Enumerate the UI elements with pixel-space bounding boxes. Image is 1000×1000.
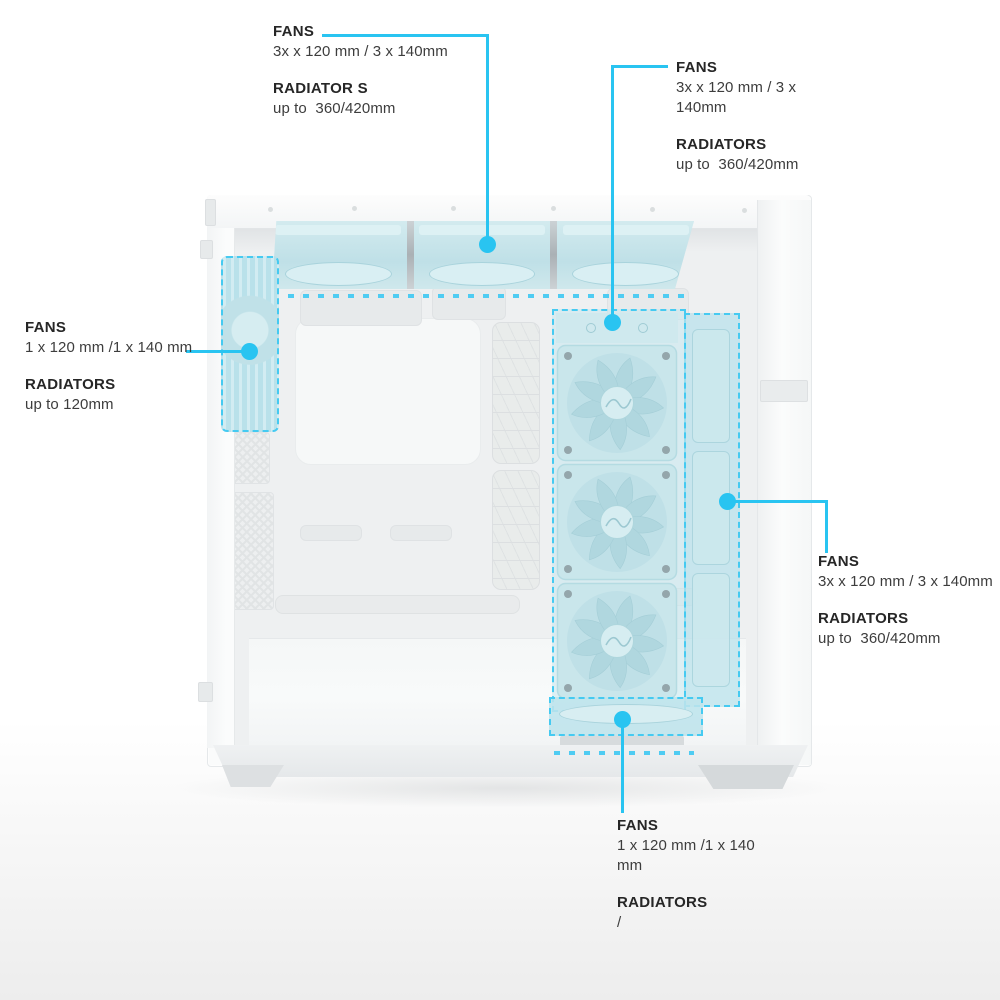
radiators-label: RADIATOR S bbox=[273, 80, 368, 97]
callout-dot bbox=[604, 314, 621, 331]
side-panel-latch bbox=[760, 380, 808, 402]
callout-line bbox=[322, 34, 489, 37]
top-fan-2 bbox=[413, 221, 551, 289]
fans-label: FANS bbox=[25, 319, 67, 336]
fans-label: FANS bbox=[273, 23, 315, 40]
top-tab bbox=[205, 199, 216, 226]
front-io-stub-bottom bbox=[198, 682, 213, 702]
screw-hole bbox=[586, 323, 596, 333]
side-fan-zone bbox=[684, 313, 740, 707]
screw-dot bbox=[352, 206, 357, 211]
mesh-panel-large bbox=[228, 492, 274, 610]
fans-label: FANS bbox=[676, 59, 718, 76]
side-panel-pillar bbox=[757, 200, 811, 765]
fans-label: FANS bbox=[617, 817, 659, 834]
radiators-value: up to 120mm bbox=[25, 396, 114, 413]
callout-dot bbox=[479, 236, 496, 253]
cable-grommet-left bbox=[300, 525, 362, 541]
front-io-stub-top bbox=[200, 240, 213, 259]
callout-line bbox=[611, 65, 668, 68]
callout-line bbox=[486, 34, 489, 240]
fan-divider bbox=[550, 221, 558, 289]
callout-line bbox=[730, 500, 828, 503]
dust-filter-frame-mid bbox=[432, 286, 506, 320]
motherboard-window bbox=[295, 318, 481, 465]
callout-dot bbox=[614, 711, 631, 728]
fan-blades bbox=[556, 463, 678, 581]
bottom-mount-dashes bbox=[554, 751, 694, 755]
radiators-value: / bbox=[617, 914, 622, 931]
bottom-fan-zone bbox=[549, 697, 703, 736]
case-foot-left bbox=[222, 765, 284, 787]
callout-top-right: FANS 3x x 120 mm / 3 x 140mm RADIATORS u… bbox=[676, 58, 826, 175]
radiators-label: RADIATORS bbox=[818, 610, 909, 627]
fans-value-line2: 140mm bbox=[676, 99, 727, 116]
fans-value-line1: 3x x 120 mm / 3 x bbox=[676, 79, 797, 96]
callout-bottom: FANS 1 x 120 mm /1 x 140 mm RADIATORS / bbox=[617, 816, 777, 933]
screw-dot bbox=[742, 208, 747, 213]
fans-value-line1: 1 x 120 mm /1 x 140 bbox=[617, 837, 755, 854]
shroud-slot-long bbox=[275, 595, 520, 614]
cable-grommet-right bbox=[390, 525, 452, 541]
callout-dot bbox=[719, 493, 736, 510]
fans-label: FANS bbox=[818, 553, 860, 570]
vent-column-lower bbox=[492, 470, 540, 590]
callout-line bbox=[186, 350, 248, 353]
top-fan-zone bbox=[272, 221, 694, 289]
callout-left: FANS 1 x 120 mm /1 x 140 mm RADIATORS up… bbox=[25, 318, 225, 415]
radiators-value: up to 360/420mm bbox=[273, 100, 396, 117]
top-fan-3 bbox=[557, 221, 694, 289]
callout-line bbox=[611, 65, 614, 318]
radiators-label: RADIATORS bbox=[25, 376, 116, 393]
callout-right: FANS 3x x 120 mm / 3 x 140mm RADIATORS u… bbox=[818, 552, 998, 649]
screw-dot bbox=[451, 206, 456, 211]
radiators-label: RADIATORS bbox=[617, 894, 708, 911]
screw-hole bbox=[638, 323, 648, 333]
fan-divider bbox=[406, 221, 414, 289]
fans-value: 1 x 120 mm /1 x 140 mm bbox=[25, 339, 193, 356]
callout-line bbox=[825, 500, 828, 553]
radiators-value: up to 360/420mm bbox=[676, 156, 799, 173]
callout-line bbox=[621, 723, 624, 813]
vent-column-upper bbox=[492, 322, 540, 464]
radiators-value: up to 360/420mm bbox=[818, 630, 941, 647]
screw-dot bbox=[650, 207, 655, 212]
case-foot-right bbox=[698, 765, 794, 789]
callout-top-left: FANS 3x x 120 mm / 3 x 140mm RADIATOR S … bbox=[273, 22, 483, 119]
fans-value-line2: mm bbox=[617, 857, 643, 874]
fans-value: 3x x 120 mm / 3 x 140mm bbox=[273, 43, 448, 60]
fan-blades bbox=[556, 582, 678, 700]
side-fan-1 bbox=[692, 329, 730, 443]
callout-dot bbox=[241, 343, 258, 360]
side-fan-3 bbox=[692, 573, 730, 687]
fan-stack-zone bbox=[552, 309, 686, 712]
screw-dot bbox=[551, 206, 556, 211]
fan-blades bbox=[556, 344, 678, 462]
radiators-label: RADIATORS bbox=[676, 136, 767, 153]
top-mount-dashes bbox=[288, 294, 688, 298]
top-fan-1 bbox=[272, 221, 407, 289]
fans-value: 3x x 120 mm / 3 x 140mm bbox=[818, 573, 993, 590]
screw-dot bbox=[268, 207, 273, 212]
